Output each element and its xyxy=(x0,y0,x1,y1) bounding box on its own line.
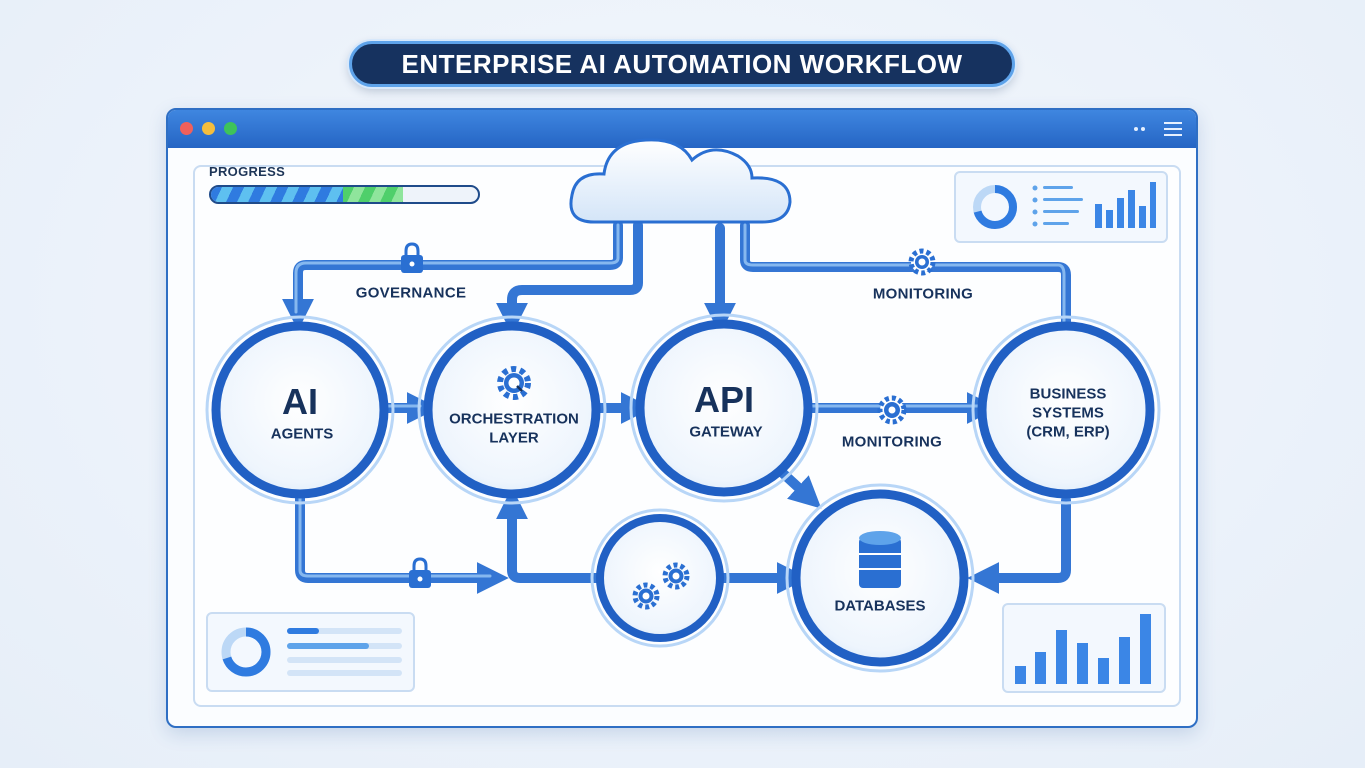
api-gateway-title: API xyxy=(693,379,755,420)
node-ai-agents xyxy=(211,321,389,499)
business-systems-line2: SYSTEMS xyxy=(1032,404,1104,422)
gear-search-icon xyxy=(497,366,531,400)
edge-business-to-databases xyxy=(967,495,1071,595)
close-window-button[interactable] xyxy=(180,122,193,135)
hamburger-menu-icon[interactable] xyxy=(1164,122,1182,136)
edge-process-to-orchestration xyxy=(495,487,605,583)
node-processing xyxy=(596,514,724,642)
bar-chart-icon xyxy=(1095,182,1156,228)
edge-ai-down-right xyxy=(295,490,509,595)
cloud-icon xyxy=(569,138,792,224)
business-systems-line3: (CRM, ERP) xyxy=(1026,423,1110,441)
gears-icon xyxy=(632,562,690,610)
gear-icon xyxy=(908,248,936,276)
window-titlebar xyxy=(168,110,1196,148)
orchestration-label-line2: LAYER xyxy=(489,429,539,447)
api-gateway-subtitle: GATEWAY xyxy=(689,423,763,441)
monitoring-label-middle: MONITORING xyxy=(841,433,943,451)
node-orchestration xyxy=(423,321,601,499)
donut-chart-icon xyxy=(221,627,271,677)
database-icon xyxy=(859,531,901,588)
edge-cloud-to-business-systems xyxy=(740,220,1071,327)
databases-label: DATABASES xyxy=(834,597,926,615)
list-lines-icon xyxy=(1032,185,1083,227)
edge-cloud-to-ai-agents xyxy=(281,220,623,331)
ai-agents-title: AI xyxy=(282,381,318,422)
gear-icon xyxy=(877,395,907,425)
lock-icon xyxy=(409,557,431,588)
monitoring-label-top: MONITORING xyxy=(872,285,974,303)
ai-agents-subtitle: AGENTS xyxy=(270,425,334,443)
stats-card-bottom-left xyxy=(206,612,415,692)
progress-bar xyxy=(209,185,480,204)
node-business-systems xyxy=(977,321,1155,499)
donut-chart-icon xyxy=(973,185,1017,229)
progress-lines-icon xyxy=(287,628,402,676)
maximize-window-button[interactable] xyxy=(224,122,237,135)
progress-label: PROGRESS xyxy=(209,164,286,179)
node-api-gateway xyxy=(635,319,813,497)
progress-bar-fill xyxy=(211,187,404,202)
governance-label: GOVERNANCE xyxy=(355,284,467,302)
lock-icon xyxy=(401,242,423,273)
orchestration-label-line1: ORCHESTRATION xyxy=(449,410,579,428)
page-title: ENTERPRISE AI AUTOMATION WORKFLOW xyxy=(349,41,1015,87)
business-systems-line1: BUSINESS xyxy=(1029,385,1107,403)
more-dots-icon[interactable] xyxy=(1134,127,1146,131)
edge-cloud-to-orchestration xyxy=(495,220,643,335)
minimize-window-button[interactable] xyxy=(202,122,215,135)
bar-chart-icon xyxy=(1015,614,1151,684)
